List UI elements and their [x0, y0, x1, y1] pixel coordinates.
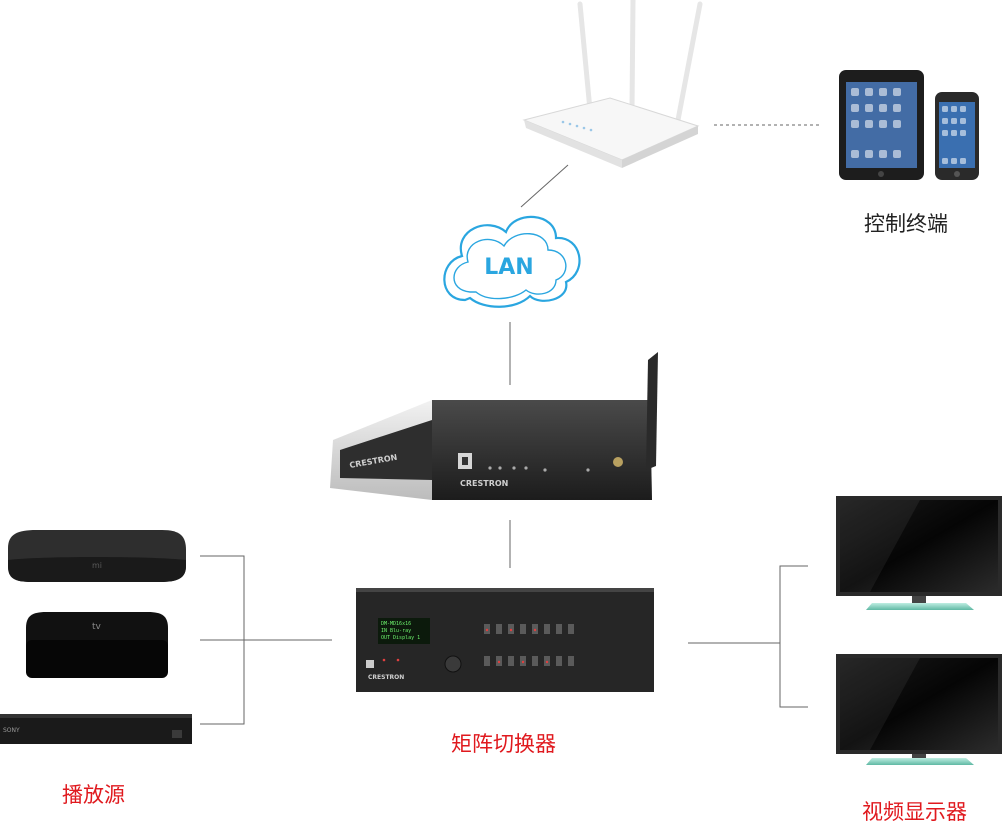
apple-tv-logo: tv: [92, 622, 102, 632]
router-to-lan-line: [520, 164, 569, 208]
display-monitor-bottom: [836, 654, 1002, 765]
matrix-lcd-line-3: OUT Display 1: [381, 635, 420, 641]
bluray-player-device: SONY: [0, 714, 192, 744]
apple-tv-device: tv: [26, 612, 168, 678]
playback-source-label: 播放源: [62, 783, 125, 807]
lan-text: LAN: [484, 255, 533, 280]
matrix-switcher: DM-MD16x16 IN Blu-ray OUT Display 1 CRES…: [356, 588, 654, 692]
phone-device: [935, 92, 979, 180]
sony-brand: SONY: [3, 727, 20, 734]
mi-logo: mi: [92, 561, 102, 570]
processor-brand-front: CRESTRON: [460, 479, 508, 488]
wifi-router: [522, 0, 703, 168]
connectors: [200, 124, 820, 725]
display-monitor-top: [836, 496, 1002, 610]
mi-box-device: mi: [8, 530, 186, 582]
video-display-label: 视频显示器: [862, 800, 967, 824]
matrix-switcher-label: 矩阵切换器: [451, 732, 556, 756]
displays-bracket-line: [779, 565, 808, 708]
matrix-lcd-line-2: IN Blu-ray: [381, 628, 411, 634]
control-terminal-label: 控制终端: [864, 212, 948, 236]
lan-cloud: LAN: [443, 215, 581, 308]
control-processor: CRESTRON CRESTRON: [330, 352, 658, 500]
tablet-device: [839, 70, 924, 180]
matrix-brand: CRESTRON: [368, 674, 404, 681]
matrix-lcd-line-1: DM-MD16x16: [381, 621, 411, 627]
